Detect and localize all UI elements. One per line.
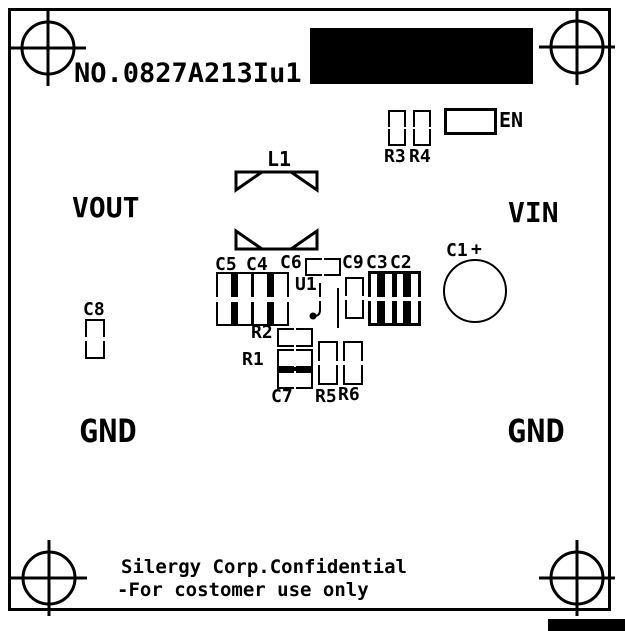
net-label-gnd-left: GND <box>79 412 137 450</box>
silkscreen-line <box>337 288 339 328</box>
label-u1: U1 <box>295 274 317 295</box>
pad <box>85 319 105 337</box>
u1-pin1-pointer <box>309 283 321 320</box>
net-label-gnd-right: GND <box>507 412 565 450</box>
pad <box>305 258 322 276</box>
pad-bar <box>231 302 238 326</box>
label-c5: C5 <box>215 254 237 275</box>
label-r1: R1 <box>242 349 264 370</box>
en-jumper-footprint <box>444 108 497 135</box>
pad <box>277 328 294 347</box>
footer-line2: -For costomer use only <box>117 579 369 601</box>
footer-line1: Silergy Corp.Confidential <box>121 556 407 578</box>
label-r4: R4 <box>409 146 431 167</box>
inductor-l1-footprint <box>234 170 319 251</box>
pad <box>277 371 294 389</box>
mounting-hole-top-left <box>10 10 86 86</box>
pad-bar <box>231 272 238 297</box>
label-c6: C6 <box>280 252 302 273</box>
corner-black-bar <box>548 619 625 631</box>
capacitor-c1-footprint <box>443 259 507 323</box>
label-r3: R3 <box>384 146 406 167</box>
pad <box>413 129 431 146</box>
silkscreen-block-bar <box>310 28 533 84</box>
pad <box>296 328 313 347</box>
label-en: EN <box>499 108 524 132</box>
pad <box>343 365 363 385</box>
mounting-hole-top-right <box>539 9 615 85</box>
label-r6: R6 <box>338 384 360 405</box>
label-c4: C4 <box>246 254 268 275</box>
label-c2: C2 <box>390 252 412 273</box>
pad <box>318 365 338 385</box>
pad <box>343 341 363 361</box>
label-c8: C8 <box>83 299 105 320</box>
pad <box>413 110 431 127</box>
label-r5: R5 <box>315 386 337 407</box>
pad-bar <box>403 301 411 326</box>
pad <box>345 300 364 319</box>
pad-bar <box>377 271 385 297</box>
pad <box>388 110 406 127</box>
part-number: NO.0827A213Iu1 <box>74 58 302 89</box>
label-c1-plus: + <box>471 239 482 260</box>
label-c1: C1 <box>446 240 468 261</box>
label-c7: C7 <box>271 386 293 407</box>
pad-bar <box>267 272 274 297</box>
mounting-hole-bottom-right <box>539 540 615 616</box>
pad <box>277 349 294 368</box>
pad <box>296 371 313 389</box>
mounting-hole-bottom-left <box>11 540 87 616</box>
label-c9: C9 <box>342 252 364 273</box>
net-label-vin: VIN <box>508 196 559 229</box>
pad-bar <box>267 302 274 326</box>
label-r2: R2 <box>251 322 273 343</box>
pad-bar <box>403 271 411 297</box>
pad-bar <box>377 301 385 326</box>
pad <box>345 277 364 296</box>
pad <box>318 341 338 361</box>
pad <box>85 341 105 359</box>
pad <box>296 349 313 368</box>
label-l1: L1 <box>267 147 292 171</box>
label-c3: C3 <box>366 252 388 273</box>
pad <box>388 129 406 146</box>
silkscreen-line <box>277 367 313 371</box>
net-label-vout: VOUT <box>72 191 140 224</box>
pad <box>324 258 341 276</box>
board-outline <box>8 8 611 611</box>
